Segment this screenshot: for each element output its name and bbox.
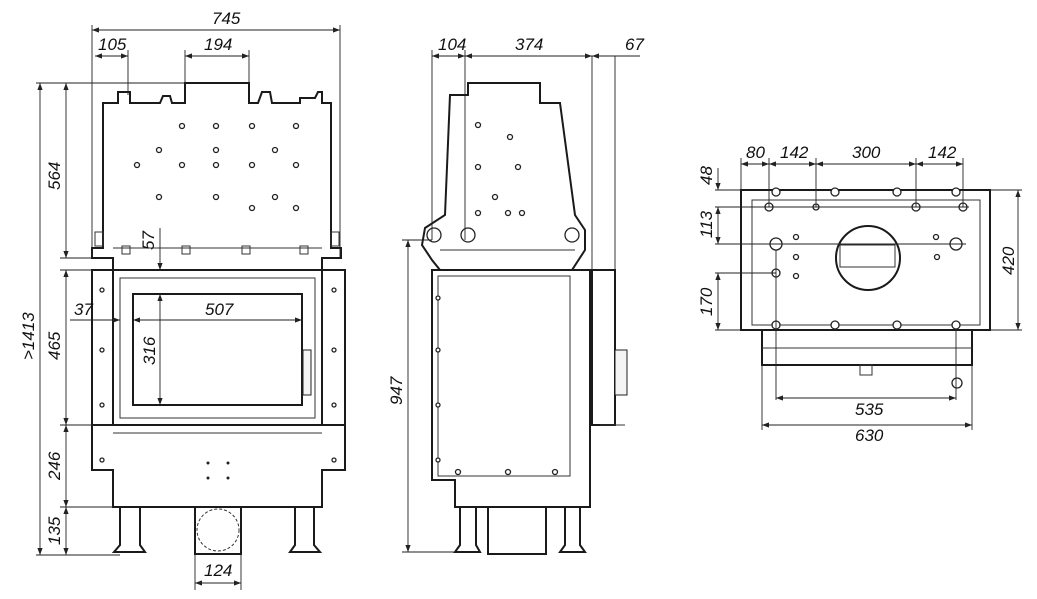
- side-view: 104 374 67 947: [387, 35, 644, 555]
- dim-1413: >1413: [19, 312, 38, 360]
- dim-124: 124: [204, 561, 232, 580]
- dim-316: 316: [140, 336, 159, 365]
- dim-246: 246: [45, 451, 64, 481]
- dim-142-right: 142: [928, 143, 957, 162]
- dim-170: 170: [697, 287, 716, 316]
- dim-135: 135: [45, 516, 64, 545]
- dim-37: 37: [74, 300, 93, 319]
- dim-947: 947: [387, 376, 406, 405]
- bolts: [121, 245, 309, 255]
- dim-420: 420: [999, 246, 1018, 275]
- door-profile: [591, 269, 616, 426]
- dim-80: 80: [746, 143, 765, 162]
- dim-630: 630: [855, 426, 884, 445]
- air-duct: [194, 506, 242, 555]
- front-view: 745 105 194 564 >1413 465 246 135 57 37 …: [19, 9, 346, 590]
- door-handle: [302, 349, 312, 396]
- dim-142-left: 142: [780, 143, 809, 162]
- dim-48: 48: [697, 166, 716, 185]
- flue-outlet: [835, 225, 901, 291]
- mounting-holes: [133, 122, 300, 212]
- dim-105: 105: [98, 35, 127, 54]
- dim-745: 745: [212, 9, 241, 28]
- dim-535: 535: [855, 400, 884, 419]
- dim-374: 374: [515, 35, 543, 54]
- dim-564: 564: [45, 162, 64, 190]
- dim-57: 57: [139, 231, 158, 250]
- dim-67: 67: [625, 35, 644, 54]
- dim-194: 194: [204, 35, 232, 54]
- dim-104: 104: [438, 35, 466, 54]
- dim-465: 465: [45, 331, 64, 360]
- dim-113: 113: [697, 210, 716, 238]
- glass-panel: [132, 293, 303, 406]
- dim-507: 507: [205, 300, 234, 319]
- top-view: 80 142 300 142 48 113 170 420 535 630: [697, 143, 1022, 445]
- dim-300: 300: [852, 143, 881, 162]
